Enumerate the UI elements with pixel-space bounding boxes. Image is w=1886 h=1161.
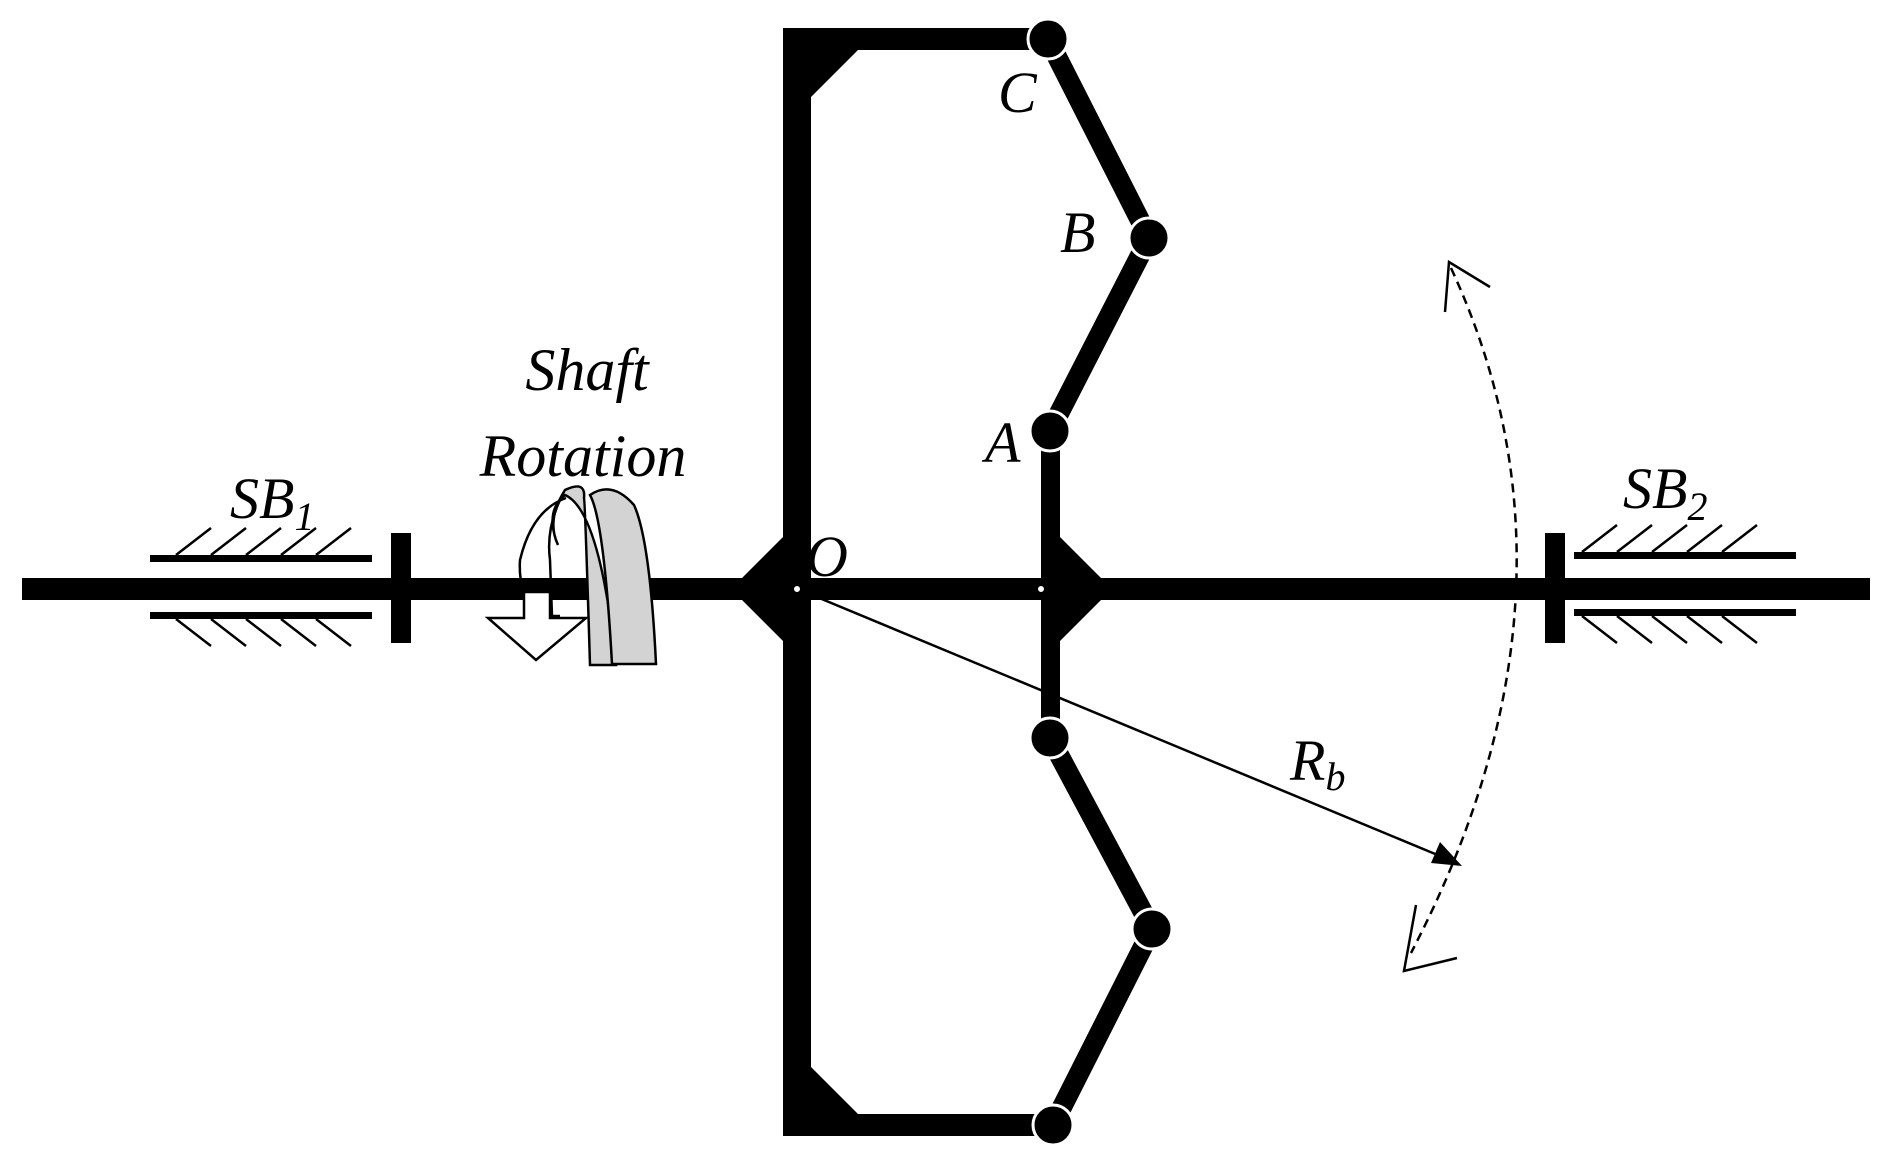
lower-linkage — [1028, 716, 1174, 1147]
bearing-sb1-collar — [391, 533, 411, 643]
bearing-sb2-top-hatch — [1581, 524, 1758, 553]
label-c: C — [998, 60, 1038, 125]
joint-lower-1 — [1028, 716, 1072, 760]
label-sb1-main: SB — [230, 466, 294, 531]
joint-a — [1028, 409, 1072, 453]
link-lower-2 — [1044, 924, 1161, 1130]
joint-b — [1127, 216, 1171, 260]
shaft-rotation-indicator — [484, 485, 658, 667]
shaft-rotation-title-line2: Rotation — [479, 423, 687, 489]
label-sb2-sub: 2 — [1687, 484, 1707, 529]
frame-hub-left — [731, 523, 797, 655]
bearing-sb2 — [1545, 524, 1796, 644]
link-c-b — [1039, 34, 1158, 243]
label-b: B — [1060, 200, 1095, 265]
frame-bottom-arm — [783, 1114, 1048, 1136]
pivot-hub-marker — [1036, 584, 1046, 594]
label-sb2: SB2 — [1623, 456, 1707, 529]
frame-top-gusset — [811, 50, 858, 97]
bearing-sb1 — [150, 527, 411, 647]
swing-arc-top-arrowhead — [1443, 259, 1491, 313]
swing-arc — [1402, 259, 1518, 973]
upper-linkage — [1026, 17, 1171, 453]
label-sb1-sub: 1 — [294, 494, 314, 539]
inner-hub — [1041, 448, 1112, 731]
radius-arrowhead — [1431, 842, 1462, 866]
joint-lower-2 — [1130, 907, 1174, 951]
bearing-sb1-bottom-hatch — [175, 618, 352, 647]
bearing-sb1-top-rail — [150, 555, 372, 562]
link-lower-1 — [1041, 733, 1161, 934]
label-rb-main: R — [1289, 728, 1325, 793]
joint-c — [1026, 17, 1070, 61]
bearing-sb1-top-hatch — [175, 527, 352, 556]
rotation-arrow-inner — [547, 499, 562, 618]
radius-line — [799, 588, 1441, 858]
joint-lower-3 — [1031, 1103, 1075, 1147]
swing-arc-bottom-arrowhead — [1402, 904, 1458, 973]
pivot-o-marker — [792, 584, 802, 594]
label-o: O — [806, 524, 848, 589]
bearing-sb2-bottom-hatch — [1581, 615, 1758, 644]
link-b-a — [1041, 233, 1158, 436]
frame-bottom-gusset — [811, 1067, 858, 1114]
bearing-sb1-bottom-rail — [150, 612, 372, 619]
frame — [731, 28, 1048, 1136]
label-sb1: SB1 — [230, 466, 314, 539]
radius-arrow — [799, 588, 1462, 866]
label-a: A — [981, 410, 1021, 475]
bearing-sb2-collar — [1545, 533, 1565, 643]
label-rb: Rb — [1289, 728, 1345, 799]
rotation-arrowhead — [484, 590, 590, 662]
rotation-arrow-band — [588, 488, 658, 666]
frame-top-arm — [783, 28, 1048, 50]
label-rb-sub: b — [1325, 754, 1345, 799]
label-sb2-main: SB — [1623, 456, 1687, 521]
rotation-arrow-body — [551, 485, 618, 667]
bearing-sb2-top-rail — [1574, 552, 1796, 559]
bearing-sb2-bottom-rail — [1574, 609, 1796, 616]
inner-hub-right — [1046, 523, 1112, 655]
shaft-rotation-title-line1: Shaft — [525, 337, 650, 403]
